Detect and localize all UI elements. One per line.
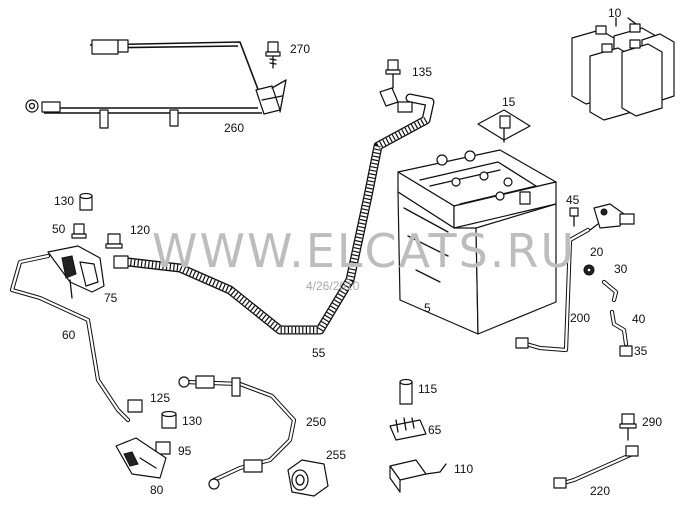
part-120-nut[interactable] [105, 233, 123, 249]
callout-20: 20 [590, 245, 604, 259]
part-125-nut[interactable] [127, 399, 143, 413]
part-255-boot[interactable] [287, 459, 329, 497]
callout-250: 250 [306, 415, 326, 429]
callout-110: 110 [454, 462, 473, 476]
callout-255: 255 [326, 448, 346, 462]
callout-125: 125 [150, 391, 170, 405]
callout-75: 75 [104, 291, 118, 305]
callout-55: 55 [312, 346, 326, 360]
part-95-nut[interactable] [155, 441, 171, 455]
part-55-main-cable[interactable] [113, 87, 435, 335]
callout-130-lower: 130 [182, 414, 202, 428]
part-75-terminal[interactable] [47, 245, 105, 299]
part-130-sleeve-upper[interactable] [79, 192, 93, 211]
part-45-bolt[interactable] [569, 207, 579, 227]
callout-270: 270 [290, 42, 310, 56]
part-65-fuse-holder[interactable] [389, 417, 427, 441]
part-220-strap[interactable] [553, 445, 639, 489]
callout-30: 30 [614, 262, 628, 276]
date-stamp: 4/26/2010 [306, 279, 360, 293]
part-5-battery[interactable] [397, 149, 557, 335]
callout-10: 10 [608, 6, 622, 20]
callout-15: 15 [502, 95, 516, 109]
callout-120: 120 [130, 223, 150, 237]
part-250-cable[interactable] [178, 375, 297, 490]
callout-65: 65 [428, 423, 442, 437]
callout-50: 50 [52, 222, 66, 236]
part-50-bolt[interactable] [71, 223, 87, 239]
part-15-clamp[interactable] [477, 109, 531, 143]
part-60-cable[interactable] [9, 253, 131, 423]
callout-60: 60 [62, 328, 76, 342]
callout-200: 200 [570, 311, 590, 325]
callout-45: 45 [566, 193, 580, 207]
part-30-grommet[interactable] [583, 264, 595, 276]
callout-135: 135 [412, 65, 432, 79]
callout-290: 290 [642, 415, 662, 429]
callout-40: 40 [632, 312, 646, 326]
part-135-bolt[interactable] [385, 59, 401, 89]
watermark-text: WWW.ELCATS.RU [152, 224, 576, 278]
part-290-bolt[interactable] [619, 413, 637, 441]
part-260-harness[interactable] [25, 39, 287, 129]
callout-260: 260 [224, 121, 244, 135]
part-110-cover[interactable] [389, 459, 447, 493]
part-35-hose[interactable] [609, 309, 633, 357]
part-200-cable[interactable] [515, 227, 591, 353]
part-80-clamp[interactable] [115, 437, 167, 479]
callout-220: 220 [590, 484, 610, 498]
callout-115: 115 [418, 382, 437, 396]
callout-95: 95 [178, 444, 192, 458]
callout-35: 35 [634, 344, 648, 358]
part-270-bolt[interactable] [265, 41, 281, 69]
part-10-containers[interactable] [571, 17, 675, 121]
callout-5: 5 [424, 301, 431, 315]
callout-80: 80 [150, 483, 164, 497]
callout-130-upper: 130 [54, 194, 74, 208]
part-40-elbow[interactable] [601, 279, 619, 303]
part-130-sleeve-lower[interactable] [161, 410, 177, 429]
part-20-terminal[interactable] [589, 203, 635, 231]
part-115-fuse[interactable] [399, 378, 413, 405]
